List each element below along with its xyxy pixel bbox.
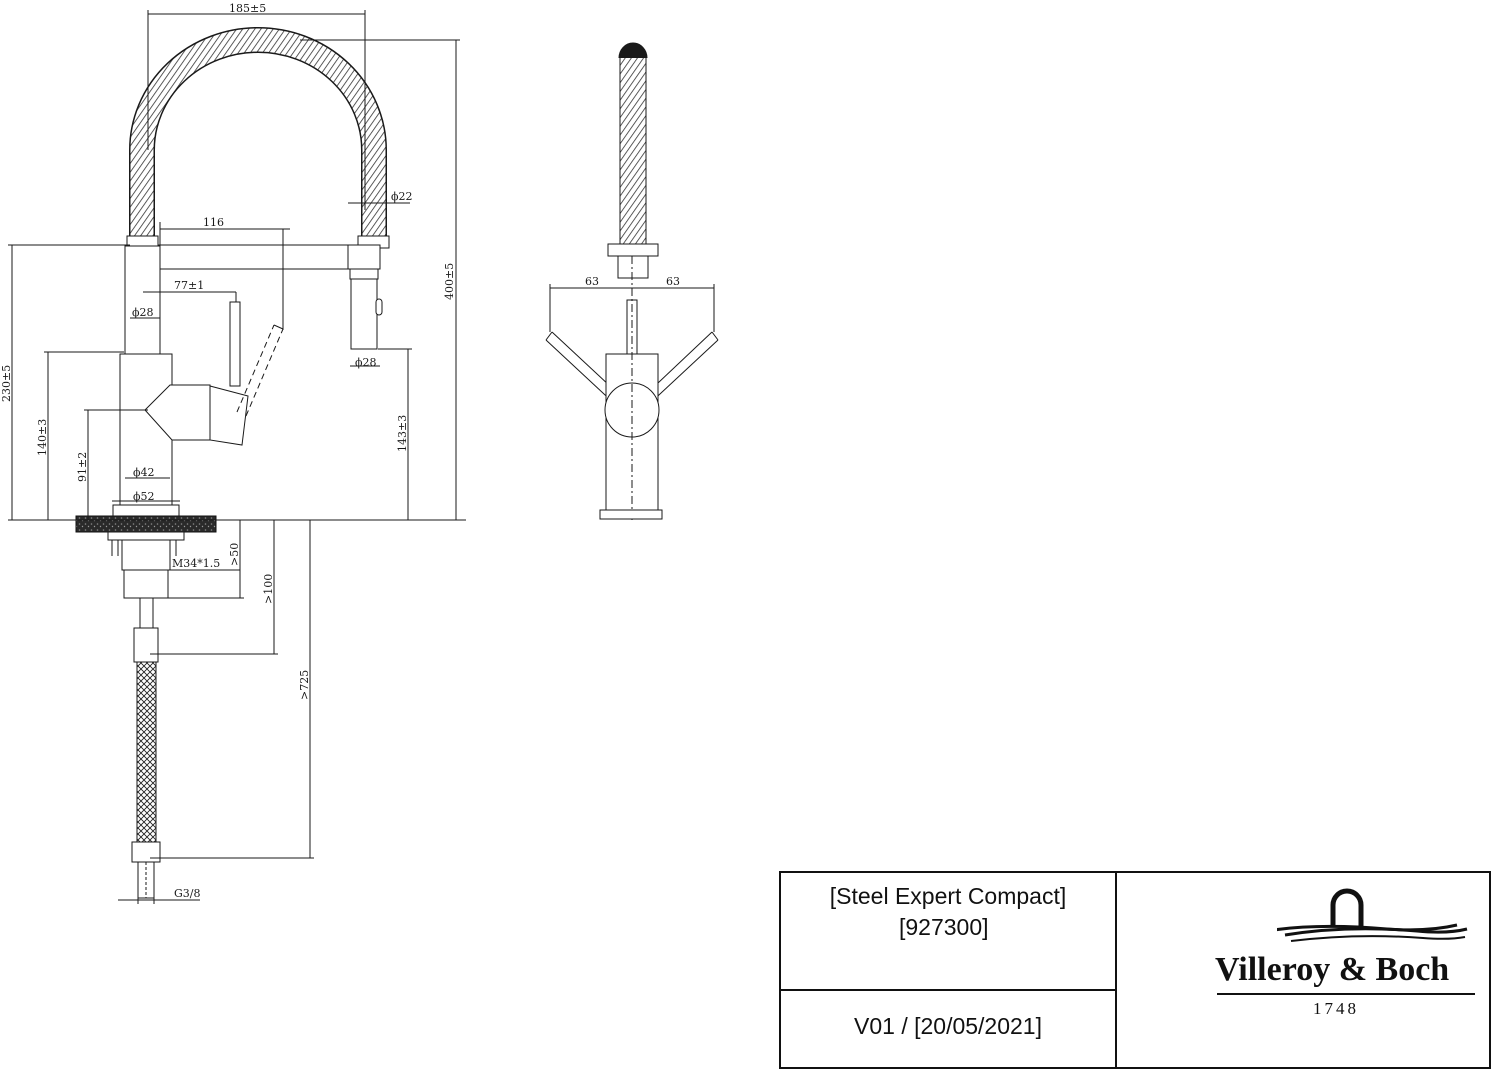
- front-view-labels: 185±5 ϕ22 116 77±1 ϕ28 ϕ28 400±5 230±5 1…: [0, 2, 456, 900]
- product-cell: [Steel Expert Compact] [927300]: [781, 873, 1117, 991]
- version-cell: V01 / [20/05/2021]: [781, 991, 1117, 1067]
- dim-body-dia-lower: ϕ42: [133, 466, 155, 479]
- title-block: [Steel Expert Compact] [927300] V01 / [2…: [779, 871, 1491, 1069]
- version-date: V01 / [20/05/2021]: [854, 1013, 1042, 1039]
- dim-handle-height: 91±2: [76, 452, 89, 482]
- side-view-labels: 63 63: [585, 275, 680, 288]
- dim-lever-offset: 77±1: [174, 279, 204, 292]
- faucet-arc-logo-icon: [1277, 888, 1468, 942]
- side-view: [545, 42, 719, 520]
- product-name: [Steel Expert Compact]: [829, 883, 1067, 909]
- brand-year: 1748: [1313, 999, 1359, 1018]
- dim-top-width: 185±5: [229, 2, 266, 15]
- dim-side-left: 63: [585, 275, 599, 288]
- dim-connection: G3/8: [174, 887, 201, 900]
- spout-bar: [157, 244, 349, 270]
- dim-spray-dia: ϕ28: [355, 356, 377, 369]
- front-view: [8, 10, 466, 904]
- dim-spout-reach: 116: [203, 216, 224, 229]
- dim-hose-dia: ϕ22: [391, 190, 413, 203]
- countertop: [75, 515, 217, 533]
- spray-head: [347, 244, 381, 270]
- dim-body-dia-upper: ϕ28: [132, 306, 154, 319]
- dim-spray-bottom-height: 143±3: [396, 415, 409, 452]
- dim-total-height: 400±5: [443, 263, 456, 300]
- dim-min-725: >725: [298, 670, 311, 700]
- column-upper: [124, 245, 161, 355]
- dim-min-100: >100: [262, 574, 275, 604]
- dim-min-50: >50: [228, 543, 241, 566]
- brand-underline: [1217, 993, 1475, 995]
- dim-base-dia: ϕ52: [133, 490, 155, 503]
- dim-thread: M34*1.5: [172, 557, 220, 570]
- dim-side-right: 63: [666, 275, 680, 288]
- product-code: [927300]: [899, 914, 989, 940]
- dim-spout-height: 230±5: [0, 365, 13, 402]
- brand-logo: Villeroy & Boch 1748: [1117, 873, 1489, 1067]
- brand-name: Villeroy & Boch: [1215, 951, 1450, 988]
- dim-lever-axis-height: 140±3: [36, 419, 49, 456]
